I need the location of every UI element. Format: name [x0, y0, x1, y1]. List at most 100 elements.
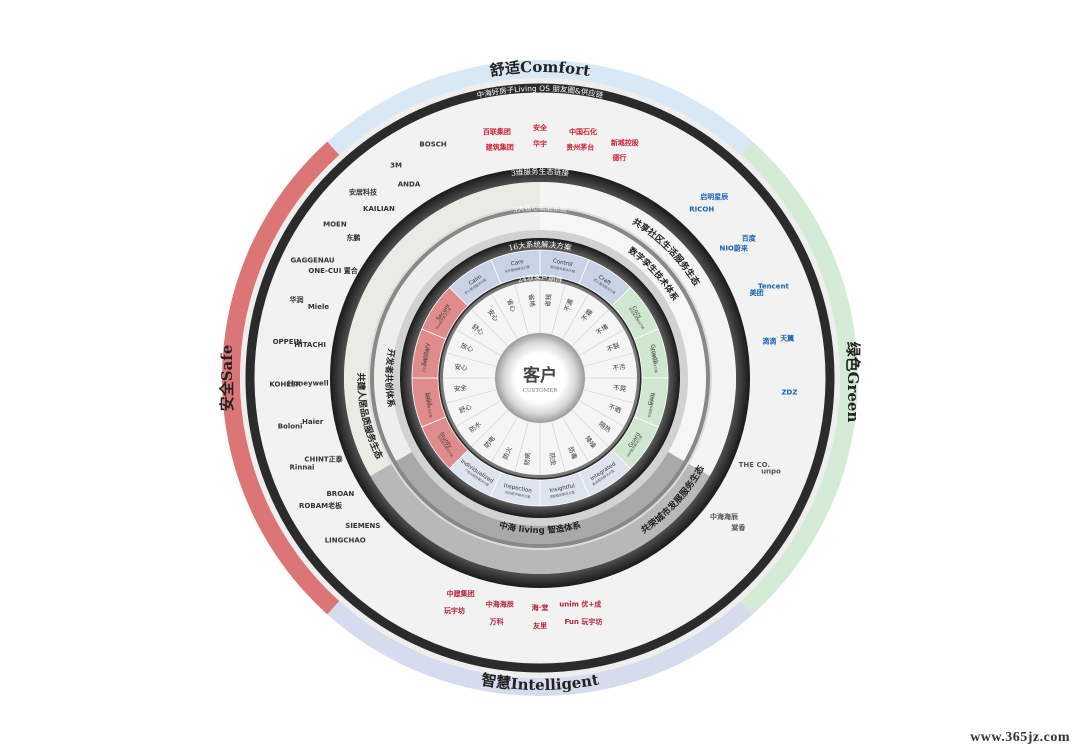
solution-label: Growth: [649, 344, 659, 365]
solution-sublabel: 稳固服务解决方案: [424, 392, 434, 419]
community-segment: [540, 182, 736, 476]
expectation-label: 安心: [454, 362, 469, 373]
partner-logo: 华宇: [533, 139, 547, 148]
partner-logo: SIEMENS: [345, 522, 380, 530]
safe-label: 安全Safe: [218, 345, 236, 412]
intelligent-label: 智慧Intelligent: [480, 671, 600, 694]
partner-logo: 友里: [532, 621, 547, 630]
expectation-label: 安全: [453, 383, 468, 394]
partner-logo: 启明星辰: [700, 192, 729, 201]
services-ring-label: 3维服务生态链接: [511, 166, 571, 178]
living-segment: [396, 452, 684, 544]
partner-logo: 中海海辰: [486, 599, 515, 608]
partner-logo: BROAN: [326, 490, 354, 498]
partner-logo: 华润: [290, 295, 304, 304]
partner-logo: 滴滴: [762, 336, 776, 345]
solution-label: Care: [511, 259, 525, 267]
expectation-divider: [491, 293, 518, 340]
solution-label: Gain: [648, 392, 656, 406]
partner-logo: unim 优+成: [559, 599, 601, 608]
solution-label: Control: [552, 258, 573, 268]
outer-sector-ring: [221, 59, 858, 697]
expectation-divider: [455, 329, 502, 356]
expectation-label: 省钱: [543, 293, 554, 308]
expectation-divider: [571, 309, 609, 347]
partner-logo: ZDZ: [781, 389, 797, 397]
comfort-label: 舒适Comfort: [489, 58, 592, 80]
partner-logo: 天翼: [780, 334, 794, 343]
expectation-divider: [446, 352, 497, 367]
intelligent-sector: [327, 600, 753, 697]
expectation-label: 不晃: [613, 384, 627, 394]
expectation-divider: [551, 421, 566, 472]
solution-sublabel: 洞察服务解决方案: [549, 489, 576, 499]
center-disc: [495, 333, 585, 423]
partner-logo: 德行: [612, 153, 626, 162]
solution-segment: [421, 286, 469, 340]
solution-sublabel: 卫生服务解决方案: [421, 346, 431, 373]
partner-logo: 东鹏: [346, 233, 360, 242]
os-ring: [245, 83, 835, 673]
green-sector: [740, 141, 858, 615]
solution-label: Inspection: [503, 483, 533, 495]
expectation-divider: [551, 284, 566, 335]
comfort-sector: [327, 59, 753, 156]
solution-label: Insightful: [549, 483, 576, 494]
expectation-label: 防病: [522, 451, 533, 466]
expectation-divider: [578, 400, 625, 427]
digital-segment: [540, 212, 706, 461]
quality-segment: [344, 182, 540, 476]
solution-sublabel: 关怀服务解决方案: [504, 264, 531, 274]
expectation-divider: [514, 421, 529, 472]
partner-logo: KOHLER: [269, 380, 301, 388]
partner-logo: 美团: [750, 288, 764, 297]
partner-logo: MOEN: [323, 220, 347, 228]
partner-logo: BOSCH: [419, 141, 446, 149]
solution-label: Sanitary: [421, 342, 432, 366]
partner-logo: 棠香: [730, 523, 746, 532]
expectation-divider: [578, 329, 625, 356]
expectation-divider: [571, 409, 609, 447]
partner-logo: 中建集团: [447, 589, 475, 598]
green-label: 绿色Green: [844, 342, 862, 423]
expectation-divider: [514, 284, 529, 335]
partner-logo: Tencent: [758, 282, 789, 290]
center-subtitle: CUSTOMER: [523, 388, 558, 394]
cycles-ring-label: 24项客户期待: [517, 273, 563, 284]
partner-logo: 安居科技: [349, 187, 378, 196]
partner-logo: 海·堂: [532, 603, 549, 612]
codev-label: 开发者共创体系: [383, 348, 397, 409]
expectation-divider: [471, 309, 509, 347]
expectation-divider: [446, 389, 497, 404]
partner-logo: RICOH: [689, 206, 714, 214]
partner-logo: Boloni: [278, 423, 303, 431]
partner-logo: 3M: [390, 162, 402, 170]
solution-sublabel: 检测服务解决方案: [505, 489, 532, 499]
partner-logo: unpo: [761, 468, 781, 476]
partner-logo: CHINT正泰: [304, 454, 343, 463]
partner-logo: 百度: [742, 233, 757, 242]
partner-logo: Fun 玩宇坊: [564, 617, 602, 626]
expectation-label: 不污: [612, 363, 626, 373]
partner-logo: 建筑集团: [486, 143, 514, 152]
expectation-divider: [455, 400, 502, 427]
partner-logo: 中海海辰: [710, 512, 739, 521]
center-title: 客户: [522, 365, 557, 386]
partner-logo: NIO蔚来: [719, 243, 748, 252]
partner-logo: OPPEIN: [273, 338, 303, 346]
partner-logo: HITACHI: [294, 341, 326, 349]
partner-logo: Haier: [302, 418, 324, 426]
expectation-divider: [491, 416, 518, 463]
expectation-divider: [562, 293, 589, 340]
partner-logo: Miele: [308, 303, 330, 311]
solution-label: Solid: [424, 392, 433, 406]
partner-logo: 玩宇坊: [444, 606, 465, 615]
partner-logo: ANDA: [398, 181, 421, 189]
partner-logo: 中国石化: [569, 127, 597, 136]
expectation-label: 防虫: [548, 452, 559, 467]
watermark-text: www.365jz.com: [970, 730, 1070, 745]
partner-logo: 万科: [489, 617, 504, 626]
solution-sublabel: 智控服务解决方案: [550, 264, 577, 274]
expectation-label: 省地: [527, 293, 538, 308]
partner-logo: 贵州茅台: [566, 143, 594, 152]
